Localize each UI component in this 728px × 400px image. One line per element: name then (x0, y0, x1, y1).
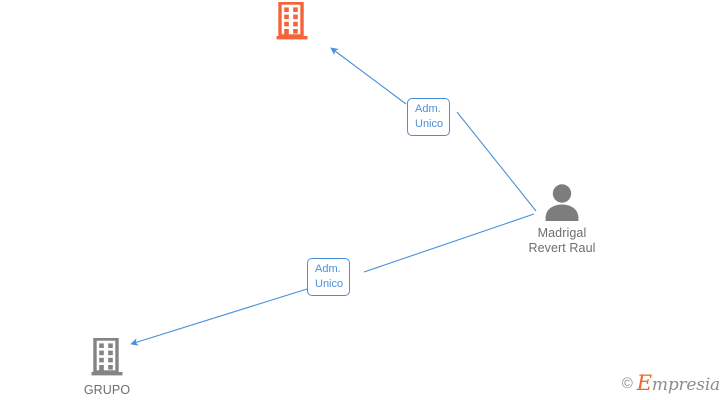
graph-node-person-admin[interactable]: Madrigal Revert Raul (492, 183, 632, 256)
brand-wordmark: Empresia (637, 373, 720, 394)
edge-line-top-segment-a (456, 111, 537, 212)
graph-node-label: GRUPO (83, 383, 131, 397)
copyright-icon: © (621, 375, 633, 392)
edge-line-bottom-segment-a (363, 213, 535, 273)
brand-rest: mpresia (651, 375, 720, 395)
empresia-watermark: © Empresia (622, 373, 720, 394)
brand-initial: E (636, 371, 652, 395)
building-icon (276, 1, 308, 42)
graph-node-label: Madrigal Revert Raul (528, 226, 596, 255)
person-icon (542, 183, 582, 221)
edge-line-bottom-segment-b (130, 288, 308, 346)
edge-line-top-segment-b (330, 47, 407, 105)
edge-label-adm-unico-bottom[interactable]: Adm. Unico (307, 258, 351, 296)
graph-node-company-grupo[interactable]: GRUPO (37, 337, 177, 398)
graph-node-company-top[interactable] (222, 1, 362, 47)
edge-label-adm-unico-top[interactable]: Adm. Unico (407, 98, 451, 136)
building-icon (91, 337, 123, 378)
